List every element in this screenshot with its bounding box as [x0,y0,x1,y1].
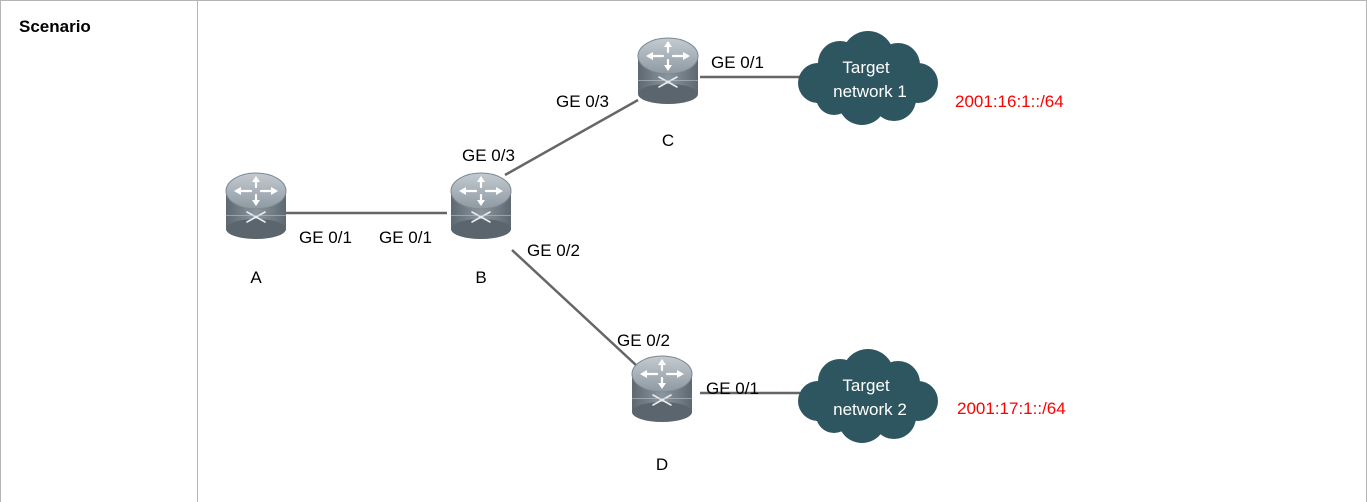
router-a-icon [224,171,288,241]
port-label-c-ge03: GE 0/3 [556,92,609,111]
target-network-1-prefix: 2001:16:1::/64 [955,92,1064,111]
table-column-divider [197,0,198,502]
port-label-d-ge02: GE 0/2 [617,331,670,350]
target-network-1-line2: network 1 [833,82,907,101]
router-b-label: B [475,268,486,287]
table-top-border [0,0,1367,1]
router-c-label: C [662,131,674,150]
port-label-c-ge01: GE 0/1 [711,53,764,72]
table-left-border [0,0,1,502]
target-network-2-prefix: 2001:17:1::/64 [957,399,1066,418]
target-network-2-line2: network 2 [833,400,907,419]
port-label-b-ge03: GE 0/3 [462,146,515,165]
router-b-icon [449,171,513,241]
port-label-b-ge01: GE 0/1 [379,228,432,247]
target-network-2-line1: Target [842,376,890,395]
target-network-2-cloud-icon [798,349,938,443]
port-label-d-ge01: GE 0/1 [706,379,759,398]
router-c-icon [636,36,700,106]
router-d-label: D [656,455,668,474]
port-label-a-ge01: GE 0/1 [299,228,352,247]
link-b-d [511,249,638,367]
router-d-icon [630,354,694,424]
scenario-label: Scenario [19,17,91,36]
port-label-b-ge02: GE 0/2 [527,241,580,260]
target-network-1-cloud-icon [798,31,938,125]
target-network-1-line1: Target [842,58,890,77]
router-a-label: A [250,268,262,287]
link-b-c [504,98,639,177]
